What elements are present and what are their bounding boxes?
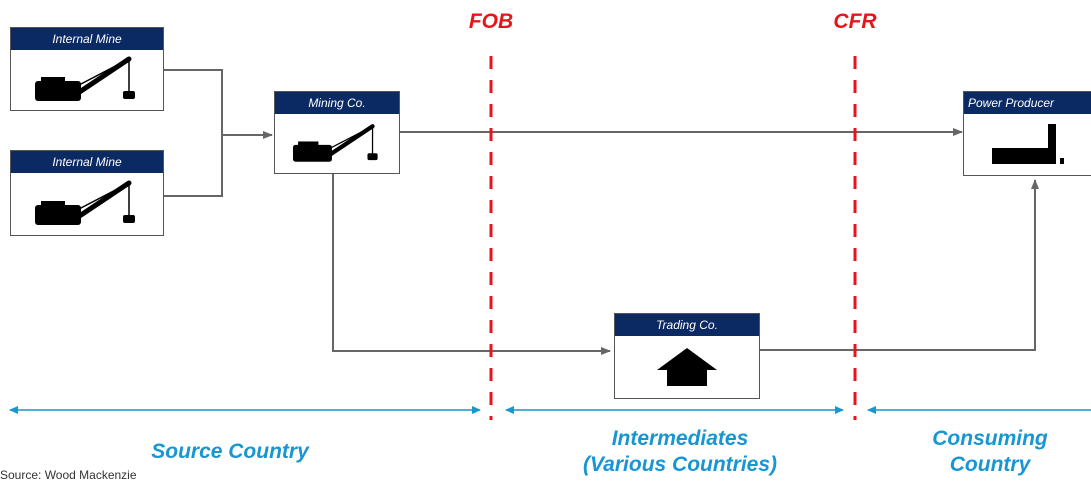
consuming-line-2: Country: [949, 453, 1031, 476]
flow-mining-to-trading: [332, 174, 611, 355]
consuming-line-1: Consuming: [932, 427, 1048, 450]
dragline-excavator-icon: [11, 50, 163, 110]
node-title: Mining Co.: [275, 92, 399, 114]
node-title: Trading Co.: [615, 314, 759, 336]
intermediates-line-1: Intermediates: [611, 427, 749, 450]
mining-co-node: Mining Co.: [274, 91, 400, 174]
house-icon: [615, 336, 759, 398]
source-country-label: Source Country: [151, 440, 309, 463]
node-title: Internal Mine: [11, 28, 163, 50]
consuming-country-label: Consuming Country: [900, 426, 1080, 478]
flow-mine1-junction: [164, 69, 223, 135]
node-title: Power Producer: [964, 92, 1091, 114]
flow-mine2-junction: [164, 135, 223, 197]
internal-mine-node-2: Internal Mine: [10, 150, 164, 236]
power-producer-node: Power Producer: [963, 91, 1091, 176]
fob-label: FOB: [468, 10, 514, 33]
intermediates-line-2: (Various Countries): [582, 453, 778, 476]
trading-co-node: Trading Co.: [614, 313, 760, 399]
cfr-label: CFR: [833, 10, 877, 33]
flow-trading-to-power: [760, 179, 1039, 351]
factory-icon: [964, 114, 1091, 175]
dragline-excavator-icon: [11, 173, 163, 235]
dragline-excavator-icon: [275, 114, 399, 173]
node-title: Internal Mine: [11, 151, 163, 173]
intermediates-label: Intermediates (Various Countries): [560, 426, 800, 478]
source-note: Source: Wood Mackenzie: [0, 468, 137, 482]
internal-mine-node-1: Internal Mine: [10, 27, 164, 111]
